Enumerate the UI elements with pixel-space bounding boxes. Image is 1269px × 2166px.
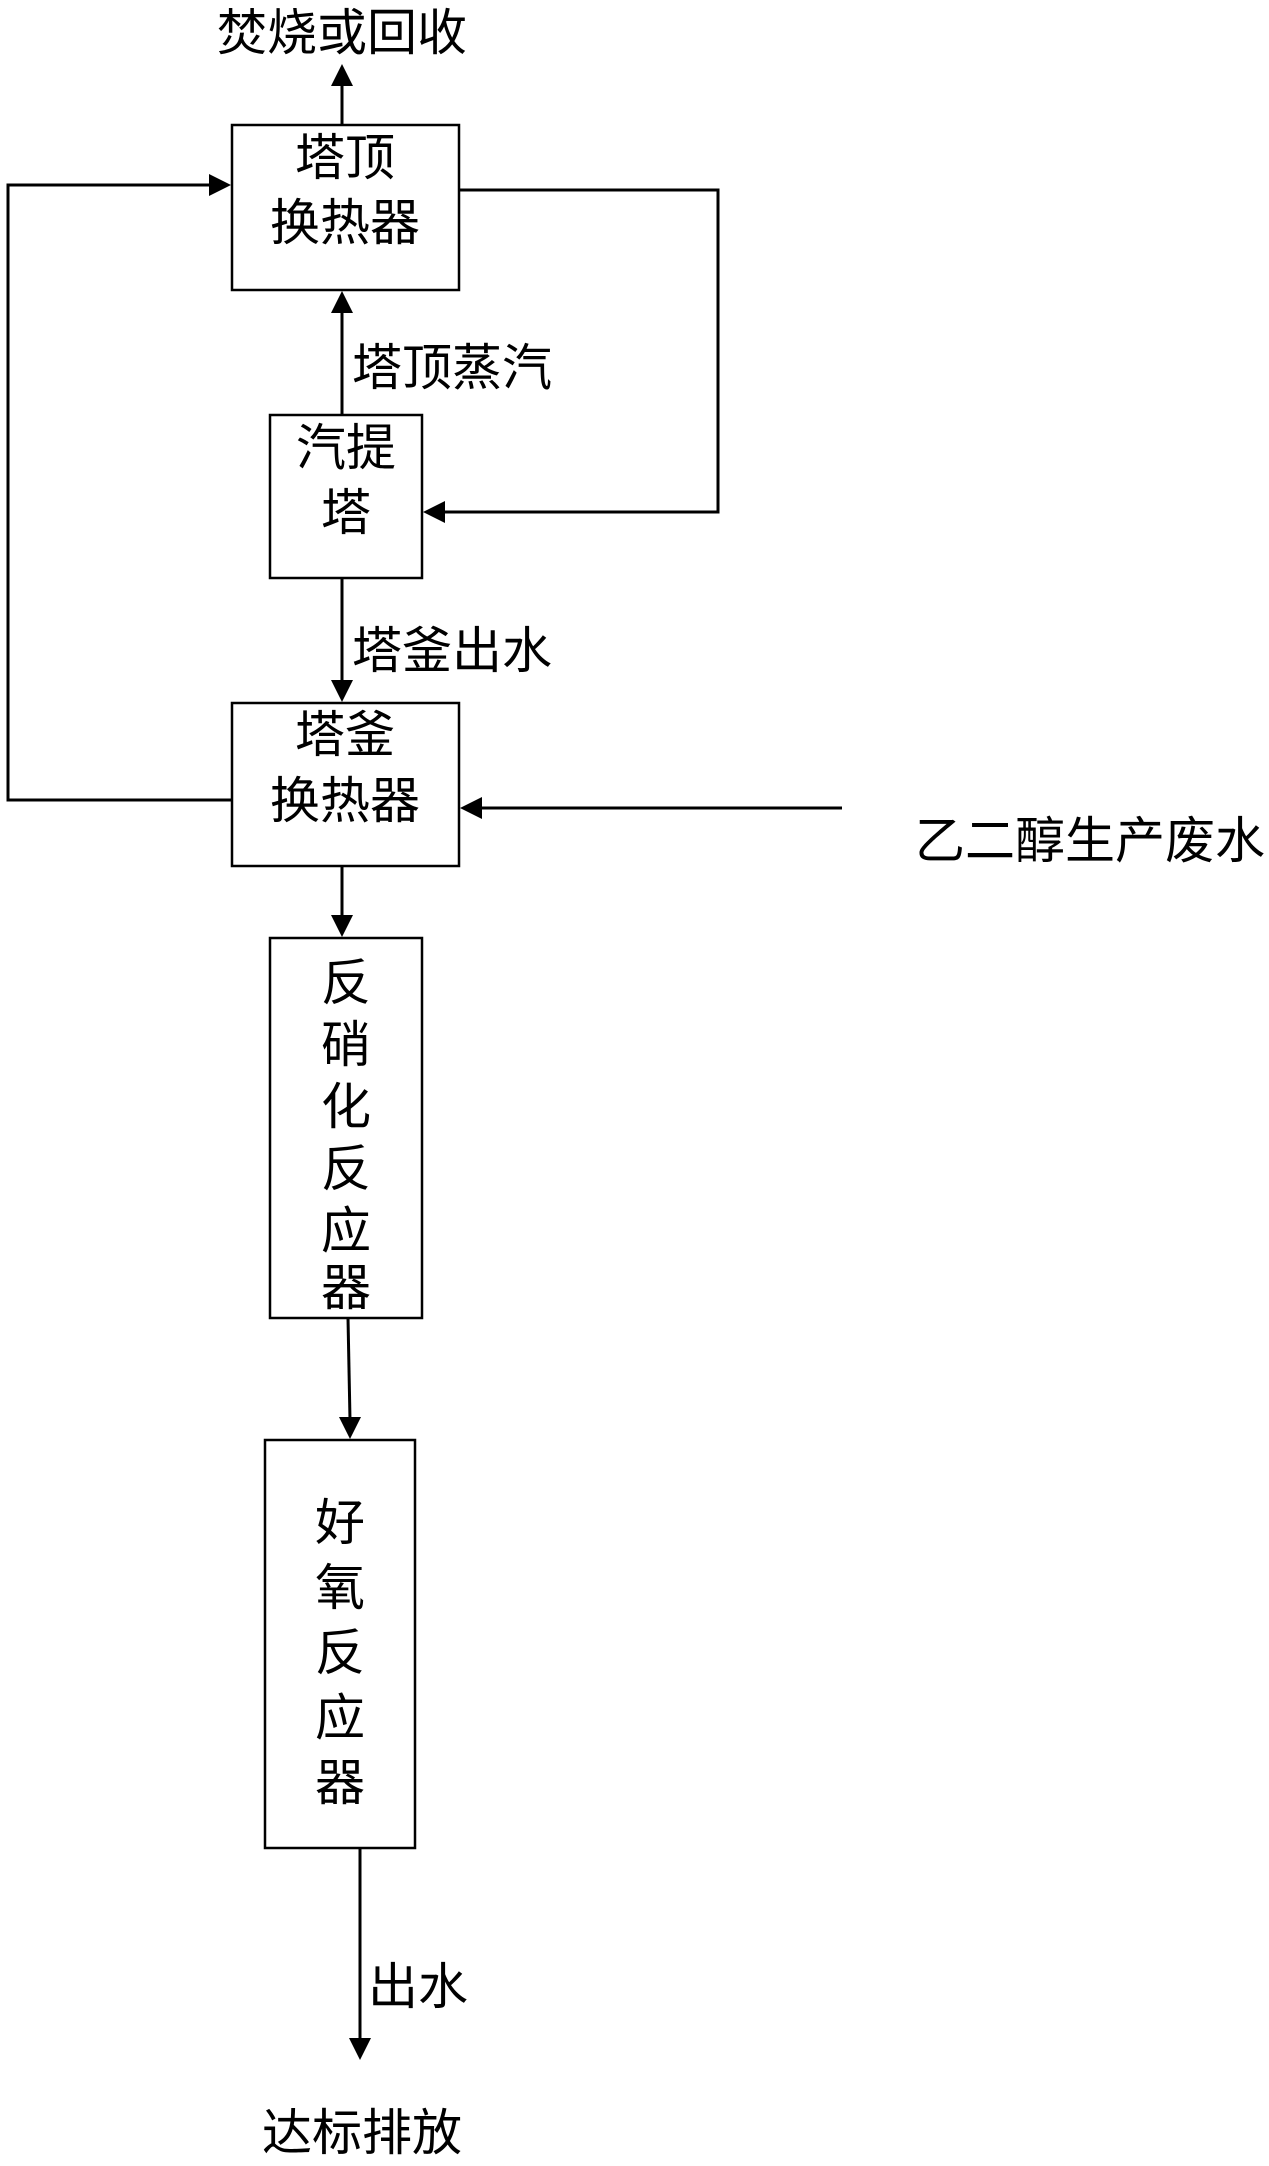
stripper-label-line1: 汽提 — [296, 419, 396, 477]
label-overhead-vapor: 塔顶蒸汽 — [352, 339, 552, 397]
arrowhead-down-aerobic — [339, 1417, 361, 1439]
arrowhead-left-stripper — [423, 501, 445, 523]
aerobic-reactor-box — [263, 1438, 417, 1850]
label-bottoms-outlet-water: 塔釜出水 — [352, 622, 552, 680]
label-glycol-wastewater: 乙二醇生产废水 — [915, 812, 1265, 870]
arrowhead-up-overhead-vapor — [331, 291, 353, 313]
arrowhead-up-incineration — [331, 64, 353, 86]
arrowhead-left-wastewater — [460, 797, 482, 819]
label-outlet-water: 出水 — [368, 1958, 468, 2016]
aerobic-label-char5: 器 — [315, 1754, 365, 1812]
loop-top-exchanger-to-stripper — [440, 188, 720, 514]
top-exchanger-label-line2: 换热器 — [270, 194, 420, 252]
label-compliant-discharge: 达标排放 — [262, 2104, 462, 2162]
label-incinerate-or-recover: 焚烧或回收 — [217, 4, 467, 62]
arrowhead-down-outlet — [349, 2038, 371, 2060]
denitrification-label-char2: 硝 — [321, 1016, 371, 1074]
stripper-label-line2: 塔 — [321, 484, 371, 542]
aerobic-label-char3: 反 — [315, 1624, 365, 1682]
arrowhead-down-denitrification — [331, 915, 353, 937]
bottom-exchanger-label-line1: 塔釜 — [295, 706, 395, 764]
stripping-tower-box — [268, 413, 424, 580]
denitrification-label-char5: 应 — [321, 1202, 371, 1260]
aerobic-label-char1: 好 — [315, 1494, 365, 1552]
loop-bottom-to-top-exchanger — [6, 183, 232, 802]
denitrification-label-char3: 化 — [321, 1078, 371, 1136]
arrowhead-down-bottoms — [331, 680, 353, 702]
arrow-denitrification-to-aerobic — [346, 1317, 352, 1421]
aerobic-label-char2: 氧 — [315, 1559, 365, 1617]
aerobic-label-char4: 应 — [315, 1689, 365, 1747]
denitrification-label-char6: 器 — [321, 1259, 371, 1317]
bottom-exchanger-label-line2: 换热器 — [270, 772, 420, 830]
top-exchanger-label-line1: 塔顶 — [295, 129, 395, 187]
top-heat-exchanger-box — [230, 123, 461, 292]
denitrification-label-char1: 反 — [321, 954, 371, 1012]
denitrification-label-char4: 反 — [321, 1140, 371, 1198]
arrowhead-right-top-exchanger — [209, 174, 231, 196]
bottom-heat-exchanger-box — [230, 701, 461, 868]
denitrification-reactor-box — [268, 936, 424, 1320]
